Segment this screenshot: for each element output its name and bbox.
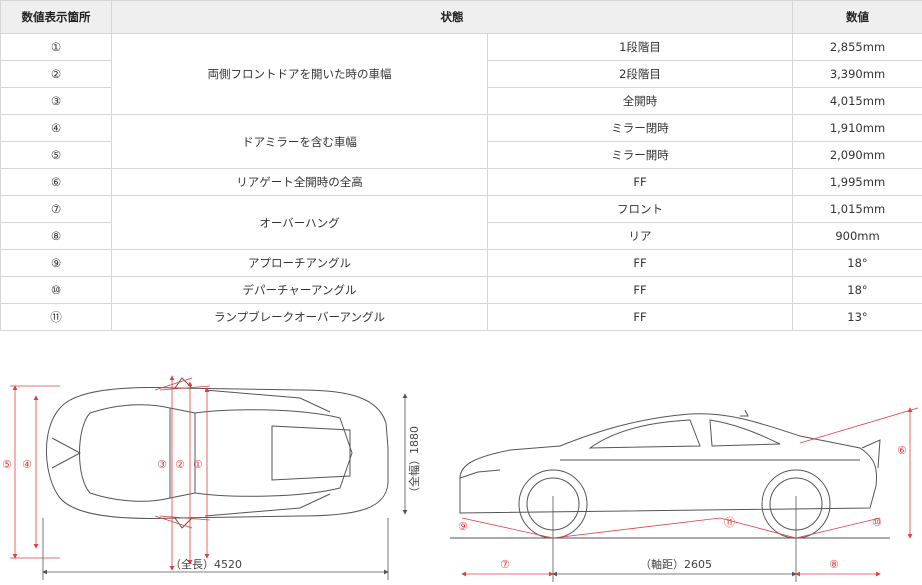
mark-cell: ② [0, 60, 112, 88]
value-cell: 18° [792, 249, 922, 277]
mark-cell: ⑤ [0, 141, 112, 169]
sub-state-cell: フロント [487, 195, 793, 223]
sub-state-cell: 1段階目 [487, 33, 793, 61]
door-open-lines [154, 377, 211, 529]
table-row: ⑧ リア 900mm [0, 222, 922, 250]
mark-cell: ① [0, 33, 112, 61]
value-cell: 3,390mm [792, 60, 922, 88]
value-cell: 1,910mm [792, 114, 922, 142]
state-cell: デパーチャーアングル [111, 276, 488, 304]
table-row: ⑪ ランプブレークオーバーアングル FF 13° [0, 303, 922, 331]
spec-table: 数値表示箇所 状態 数値 ① 両側フロントドアを開いた時の車幅 1段階目 2,8… [0, 0, 922, 331]
vehicle-dimension-diagram: ⑤ ④ ③ ② ① （全幅）1880 （全長）4520 [2, 375, 919, 582]
table-row: ⑥ リアゲート全開時の全高 FF 1,995mm [0, 168, 922, 196]
value-cell: 4,015mm [792, 87, 922, 115]
value-cell: 1,015mm [792, 195, 922, 223]
table-row: ④ ドアミラーを含む車幅 ミラー閉時 1,910mm [0, 114, 922, 169]
mark-cell: ③ [0, 87, 112, 115]
state-cell: ドアミラーを含む車幅 [111, 114, 488, 169]
sub-state-cell: FF [487, 303, 793, 331]
marker-2: ② [175, 458, 185, 471]
state-cell: 両側フロントドアを開いた時の車幅 [111, 33, 488, 115]
mark-cell: ⑪ [0, 303, 112, 331]
marker-10: ⑩ [872, 516, 882, 529]
marker-11: ⑪ [724, 516, 735, 529]
wheelbase-label: （軸距）2605 [640, 557, 712, 571]
sub-state-cell: FF [487, 249, 793, 277]
table-row: ① 両側フロントドアを開いた時の車幅 1段階目 2,855mm [0, 33, 922, 115]
value-cell: 2,855mm [792, 33, 922, 61]
sub-state-cell: 全開時 [487, 87, 793, 115]
mark-cell: ⑥ [0, 168, 112, 196]
table-row: ⑨ アプローチアングル FF 18° [0, 249, 922, 277]
mark-cell: ④ [0, 114, 112, 142]
value-cell: 13° [792, 303, 922, 331]
marker-4: ④ [22, 458, 32, 471]
header-value: 数値 [792, 0, 922, 34]
sub-state-cell: FF [487, 168, 793, 196]
sub-state-cell: ミラー開時 [487, 141, 793, 169]
state-cell: ランプブレークオーバーアングル [111, 303, 488, 331]
side-view-markers: ⑥ ⑦ ⑧ ⑨ ⑩ ⑪ [458, 444, 907, 571]
overall-width-label: （全幅）1880 [407, 426, 421, 498]
marker-6: ⑥ [897, 444, 907, 457]
value-cell: 900mm [792, 222, 922, 250]
sub-state-cell: FF [487, 276, 793, 304]
overall-length-label: （全長）4520 [170, 557, 242, 571]
sub-state-cell: 2段階目 [487, 60, 793, 88]
overall-dimension-lines [42, 393, 408, 580]
marker-3: ③ [157, 458, 167, 471]
sub-state-cell: リア [487, 222, 793, 250]
top-view-markers: ⑤ ④ ③ ② ① [2, 458, 203, 471]
mark-cell: ⑧ [0, 222, 112, 250]
state-cell: リアゲート全開時の全高 [111, 168, 488, 196]
value-cell: 1,995mm [792, 168, 922, 196]
marker-7: ⑦ [500, 558, 510, 571]
top-view-car [45, 377, 389, 529]
top-view-dimensions [10, 375, 210, 571]
mark-cell: ⑩ [0, 276, 112, 304]
table-row: ⑦ オーバーハング フロント 1,015mm [0, 195, 922, 250]
marker-8: ⑧ [829, 558, 839, 571]
table-header-row: 数値表示箇所 状態 数値 [0, 0, 922, 34]
marker-1: ① [193, 458, 203, 471]
marker-9: ⑨ [458, 520, 468, 533]
side-view-car [450, 409, 890, 539]
state-cell: アプローチアングル [111, 249, 488, 277]
state-cell: オーバーハング [111, 195, 488, 250]
sub-state-cell: ミラー閉時 [487, 114, 793, 142]
side-view-angle-lines [461, 407, 919, 577]
value-cell: 2,090mm [792, 141, 922, 169]
marker-5: ⑤ [2, 458, 12, 471]
mark-cell: ⑦ [0, 195, 112, 223]
header-mark: 数値表示箇所 [0, 0, 112, 34]
mark-cell: ⑨ [0, 249, 112, 277]
value-cell: 18° [792, 276, 922, 304]
wheelbase-dimension [552, 496, 797, 582]
header-state: 状態 [111, 0, 793, 34]
table-row: ⑩ デパーチャーアングル FF 18° [0, 276, 922, 304]
